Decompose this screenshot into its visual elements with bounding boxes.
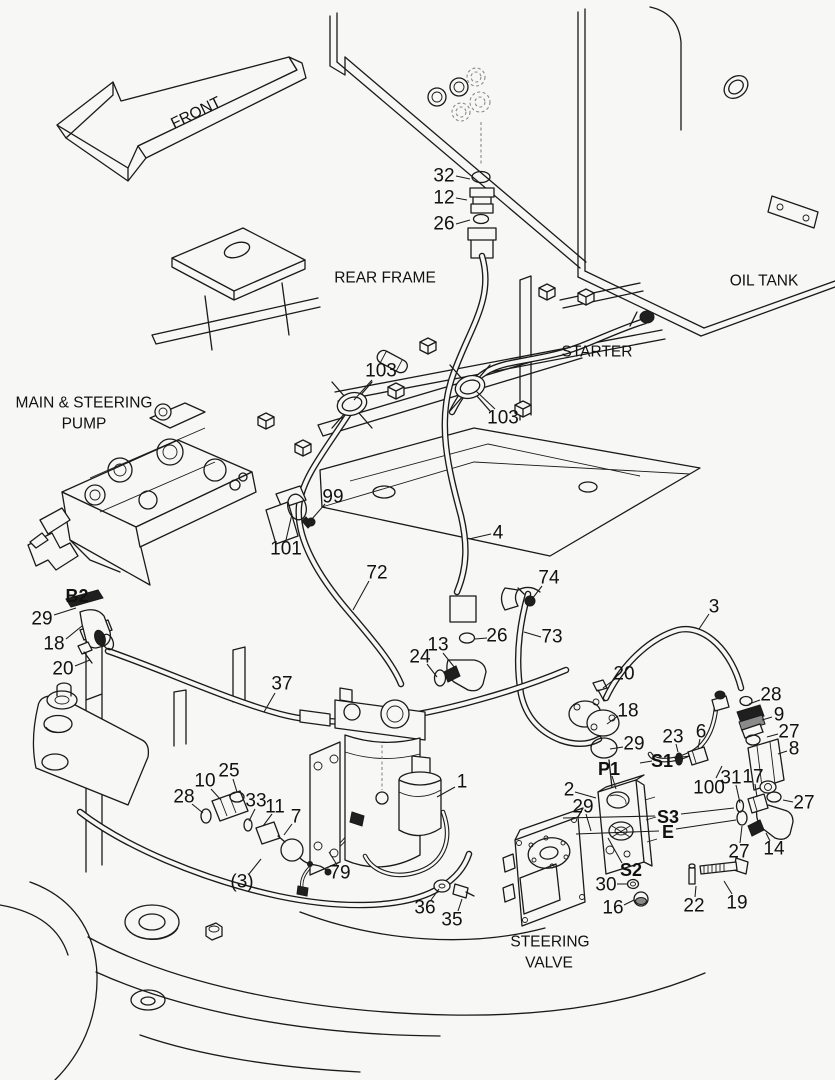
part-label-29: 29 xyxy=(623,734,644,755)
steering-valve-label-line1: STEERING xyxy=(510,934,589,951)
part-label-10: 10 xyxy=(194,771,215,792)
part-label-99: 99 xyxy=(322,487,343,508)
part-label-9: 9 xyxy=(774,705,785,726)
part-label-19: 19 xyxy=(726,893,747,914)
part-label-29: 29 xyxy=(572,797,593,818)
washer-bolt-group xyxy=(433,879,475,899)
part-label-29: 29 xyxy=(31,609,52,630)
clamp-101-group xyxy=(265,485,316,545)
starter-label: STARTER xyxy=(562,344,633,361)
part-label-14: 14 xyxy=(763,839,785,860)
part-label-8: 8 xyxy=(789,739,800,760)
part-label-33: 33 xyxy=(245,791,266,812)
oil-tank-label: OIL TANK xyxy=(730,273,799,290)
part-label-17: 17 xyxy=(742,767,763,788)
bottom-fittings xyxy=(200,790,365,897)
pump-label-line2: PUMP xyxy=(62,416,107,433)
steering-valve-art xyxy=(502,774,658,927)
loader-frame-art xyxy=(0,619,706,1080)
steering-valve-label-line2: VALVE xyxy=(525,955,573,972)
part-label-27: 27 xyxy=(778,722,799,743)
part-label-2: 2 xyxy=(564,780,575,801)
hose-100-fittings xyxy=(675,690,769,814)
front-arrow xyxy=(56,56,307,182)
port-label-S1: S1 xyxy=(651,751,673,771)
part-label-26: 26 xyxy=(486,626,507,647)
part-label-23: 23 xyxy=(662,727,683,748)
elbow-13-group xyxy=(433,595,487,692)
clamp-103-right xyxy=(449,364,491,412)
port-label-B2: B2 xyxy=(65,586,88,606)
part-label-103: 103 xyxy=(487,408,519,429)
part-label-79: 79 xyxy=(329,863,350,884)
b2-fitting-group xyxy=(65,589,115,664)
p1-fitting-group xyxy=(568,679,620,789)
part-label-73: 73 xyxy=(541,627,562,648)
part-label-20: 20 xyxy=(52,659,73,680)
part-label-18: 18 xyxy=(617,701,638,722)
part-label-20: 20 xyxy=(613,664,634,685)
rear-frame-label: REAR FRAME xyxy=(334,270,436,287)
part-label-100: 100 xyxy=(693,778,725,799)
leader-lines xyxy=(53,175,794,912)
port-label-E: E xyxy=(662,822,674,842)
part-label-13: 13 xyxy=(427,635,448,656)
part-label-26: 26 xyxy=(433,214,454,235)
tank-fitting-stack xyxy=(467,170,497,259)
part-label-27: 27 xyxy=(793,793,814,814)
part-label-27: 27 xyxy=(728,842,749,863)
part-label-31: 31 xyxy=(720,768,741,789)
part-label-103: 103 xyxy=(365,361,397,382)
port-label-S2: S2 xyxy=(620,860,642,880)
rear-frame-art xyxy=(151,227,701,747)
oil-tank-art xyxy=(329,6,835,337)
part-label-18: 18 xyxy=(43,634,64,655)
part-label-16: 16 xyxy=(602,898,623,919)
part-label-35: 35 xyxy=(441,910,462,931)
main-steering-pump-art xyxy=(27,402,257,586)
part-label-101: 101 xyxy=(270,539,302,560)
port-label-S3: S3 xyxy=(657,807,679,827)
part-label-74: 74 xyxy=(538,568,560,589)
part-label-11: 11 xyxy=(265,797,285,818)
flange-74-group xyxy=(500,586,541,611)
part-label-37: 37 xyxy=(271,674,292,695)
port-label-P1: P1 xyxy=(598,759,620,779)
part-label-24: 24 xyxy=(409,647,431,668)
part-label-12: 12 xyxy=(433,188,454,209)
part-label-25: 25 xyxy=(218,761,239,782)
part-label-7: 7 xyxy=(291,807,302,828)
part-label-1: 1 xyxy=(457,772,468,793)
starter-hose-tip xyxy=(629,310,655,327)
part-label-3: 3 xyxy=(709,597,720,618)
part-label-6: 6 xyxy=(696,722,707,743)
part-label-28: 28 xyxy=(173,787,194,808)
ghost-bolts xyxy=(427,67,491,166)
part-label-30: 30 xyxy=(595,875,616,896)
valve-small-parts xyxy=(626,857,749,907)
part-label-28: 28 xyxy=(760,685,781,706)
part-label-72: 72 xyxy=(366,563,387,584)
part-label-22: 22 xyxy=(683,896,704,917)
part-label-36: 36 xyxy=(414,898,435,919)
pump-unit-art xyxy=(299,687,450,878)
part-label-4: 4 xyxy=(493,523,504,544)
part-label-32: 32 xyxy=(433,166,454,187)
pump-label-line1: MAIN & STEERING xyxy=(16,395,153,412)
part-label-(3): (3) xyxy=(230,872,253,893)
